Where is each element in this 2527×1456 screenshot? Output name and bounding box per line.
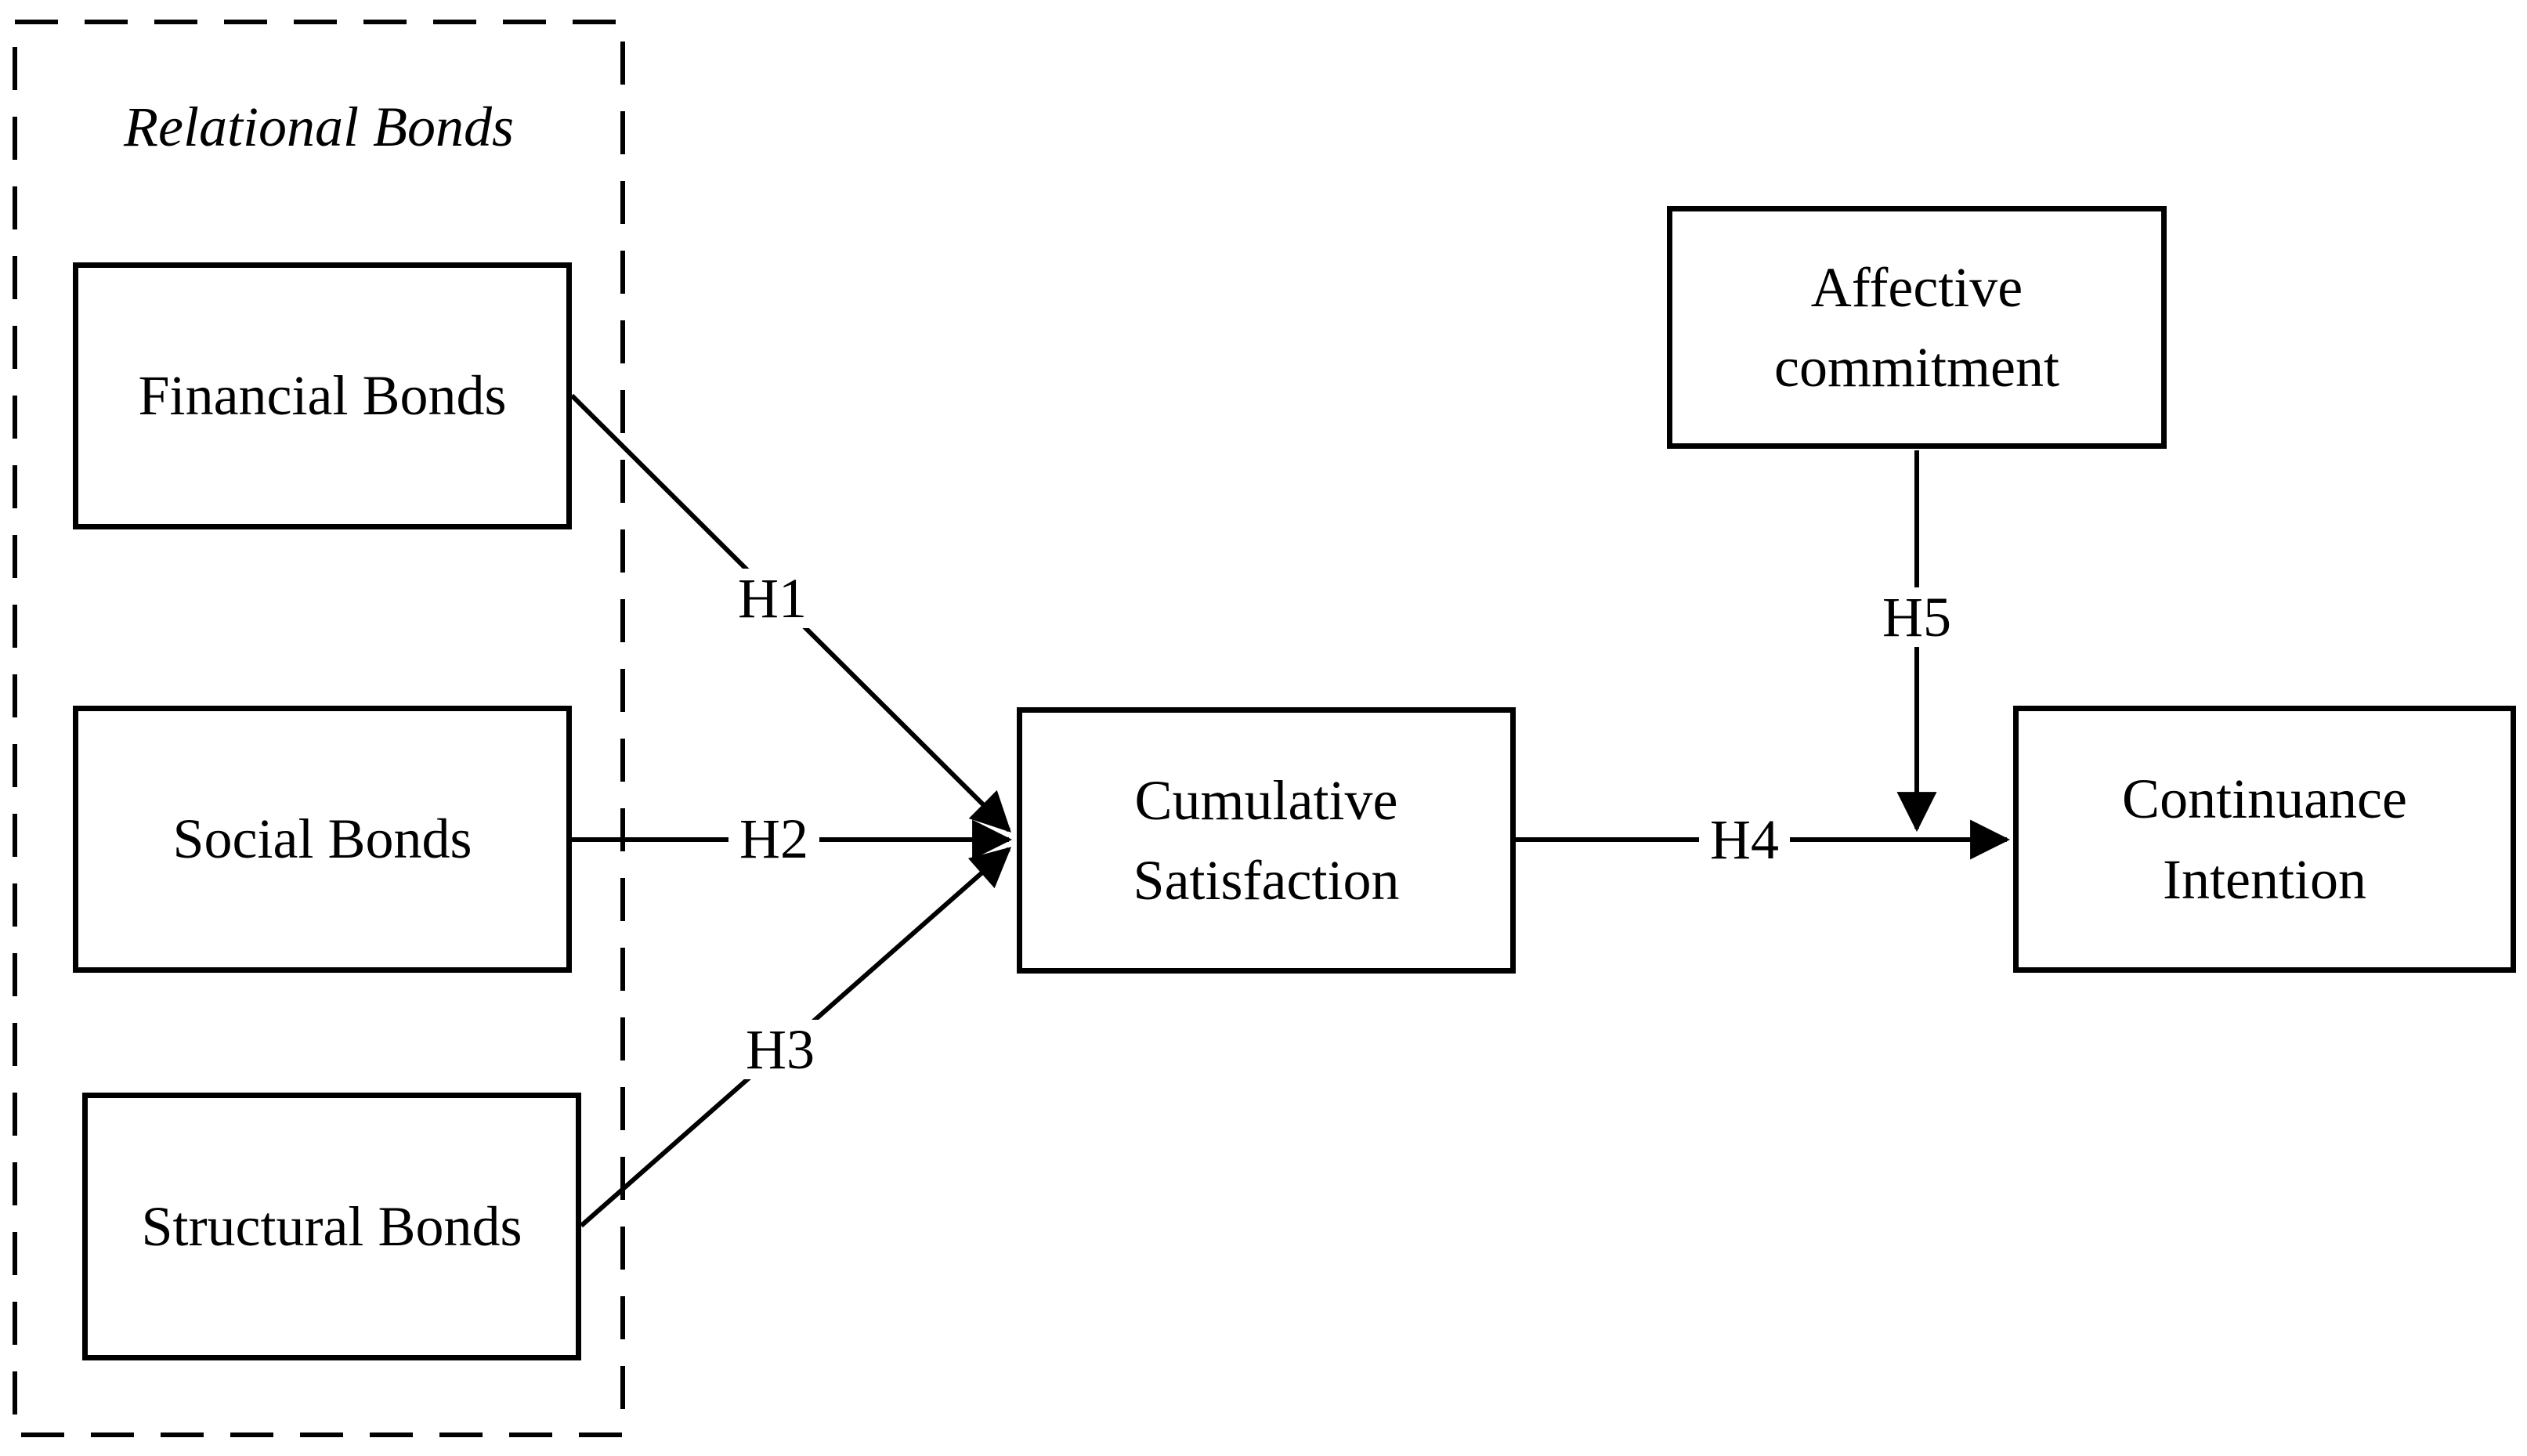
cumulative-satisfaction-box: Cumulative Satisfaction bbox=[1017, 707, 1516, 974]
relational-bonds-dashed-container bbox=[13, 20, 625, 1437]
affective-commitment-box: Affective commitment bbox=[1667, 206, 2167, 449]
financial-bonds-label: Financial Bonds bbox=[138, 364, 507, 428]
h2-label: H2 bbox=[728, 809, 819, 869]
social-bonds-box: Social Bonds bbox=[73, 706, 572, 973]
financial-bonds-box: Financial Bonds bbox=[73, 262, 572, 529]
affective-commitment-label: Affective commitment bbox=[1774, 255, 2059, 399]
h5-label: H5 bbox=[1871, 587, 1962, 647]
h3-label: H3 bbox=[735, 1020, 826, 1079]
h4-label: H4 bbox=[1699, 810, 1790, 869]
structural-bonds-box: Structural Bonds bbox=[82, 1093, 581, 1360]
h1-label: H1 bbox=[727, 569, 818, 628]
relational-bonds-group-title: Relational Bonds bbox=[124, 96, 514, 158]
cumulative-satisfaction-label: Cumulative Satisfaction bbox=[1133, 768, 1400, 912]
continuance-intention-box: Continuance Intention bbox=[2013, 706, 2516, 973]
social-bonds-label: Social Bonds bbox=[172, 807, 472, 871]
structural-bonds-label: Structural Bonds bbox=[141, 1194, 522, 1258]
continuance-intention-label: Continuance Intention bbox=[2122, 768, 2407, 911]
